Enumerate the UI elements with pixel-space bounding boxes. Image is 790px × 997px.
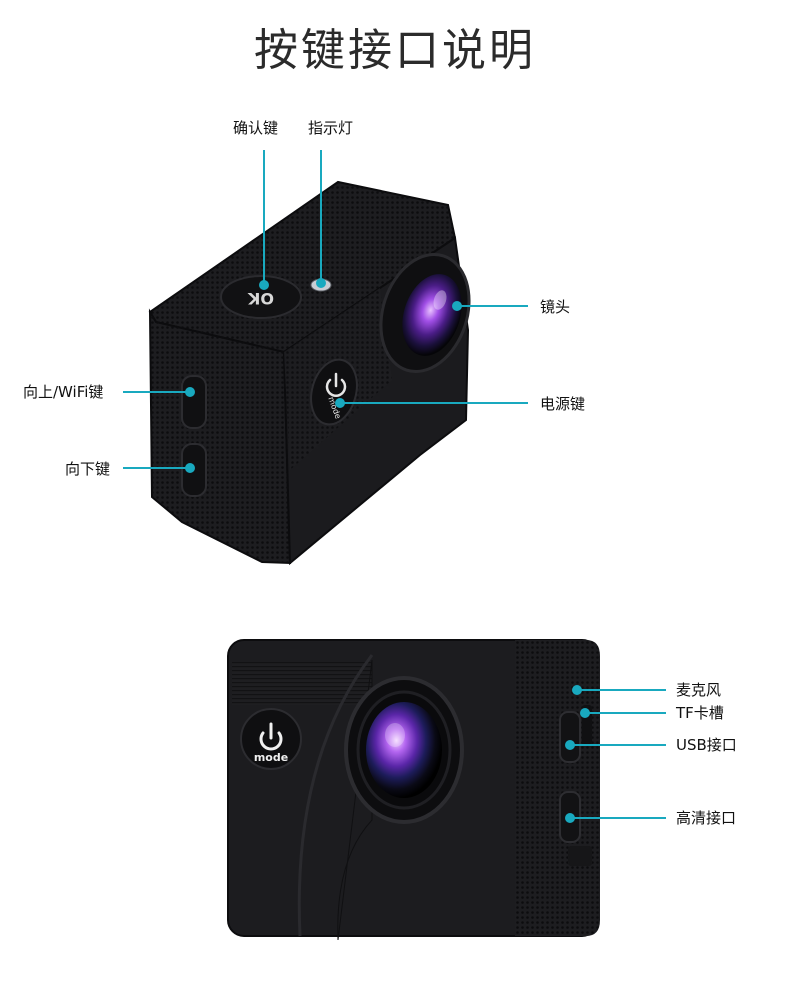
page-title: 按键接口说明 (254, 25, 536, 76)
up-wifi-key-label: 向上/WiFi键 (23, 383, 104, 401)
hd-port-label: 高清接口 (676, 809, 737, 827)
confirm-key-label: 确认键 (233, 119, 279, 137)
indicator-light-label: 指示灯 (308, 119, 354, 137)
callout-lines-front (565, 685, 666, 823)
usb-port-label: USB接口 (676, 736, 737, 754)
callout-lines-top (123, 150, 528, 473)
down-key-label: 向下键 (65, 460, 111, 478)
camera-front-view: mode (227, 639, 600, 941)
camera-top-view: OK mode (148, 180, 471, 566)
mode-label-front: mode (254, 751, 288, 764)
ok-button-label: OK (247, 289, 274, 308)
lens-label: 镜头 (540, 298, 571, 316)
tf-slot-label: TF卡槽 (676, 704, 724, 722)
microphone-label: 麦克风 (676, 681, 722, 699)
power-key-label: 电源键 (540, 395, 586, 413)
